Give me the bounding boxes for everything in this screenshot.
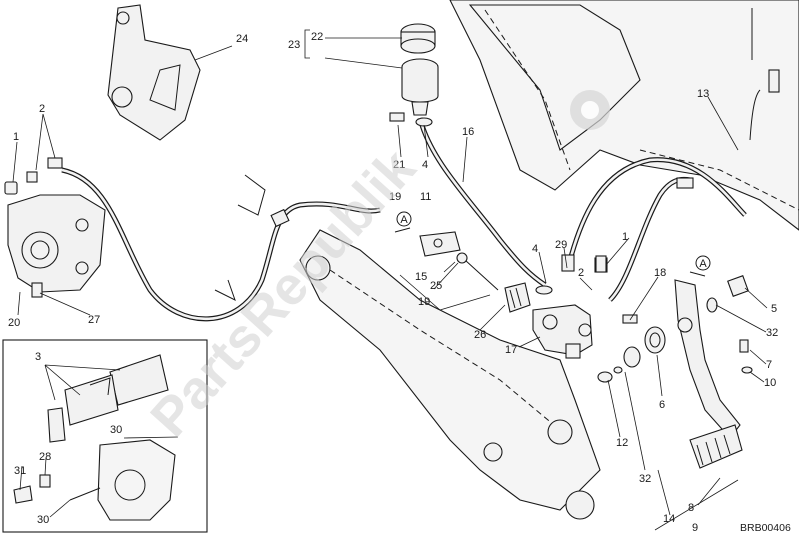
callout-label: 18 (654, 267, 666, 279)
reservoir-bolt (389, 112, 405, 122)
reservoir-hose (417, 117, 547, 288)
rear-brake-caliper (7, 194, 106, 293)
callout-label: 19 (389, 191, 401, 203)
callout-label: 16 (462, 126, 474, 138)
callout-label: 1 (622, 231, 628, 243)
callout-label: 10 (764, 377, 776, 389)
leader-lines (12, 29, 768, 531)
callout-label: 4 (422, 159, 428, 171)
hose-clip (214, 174, 290, 301)
callout-label: 3 (35, 351, 41, 363)
master-cylinder-boot (504, 282, 531, 313)
brake-fluid-reservoir (400, 23, 439, 116)
callout-label: 27 (88, 314, 100, 326)
callout-label: 20 (8, 317, 20, 329)
brake-pad-inset (2, 339, 208, 533)
callout-label: 11 (420, 191, 431, 203)
callout-label: 9 (692, 522, 698, 534)
callout-label: 31 (14, 465, 26, 477)
pushrod-clevis (419, 231, 461, 257)
callout-labels: 24 23 22 2 1 3 20 27 21 4 16 19 11 15 25… (8, 31, 778, 534)
pedal-pivot-bolt (595, 255, 753, 374)
callout-label: 14 (663, 513, 675, 525)
callout-label: 7 (766, 359, 772, 371)
callout-label: 23 (288, 39, 300, 51)
callout-label: 13 (697, 88, 709, 100)
callout-label: 15 (415, 271, 427, 283)
reference-marker-label: A (699, 258, 707, 270)
callout-label: 6 (659, 399, 665, 411)
callout-label: 28 (39, 451, 51, 463)
callout-label: 32 (639, 473, 651, 485)
bleed-screw (4, 157, 63, 195)
rear-frame (449, 0, 799, 231)
callout-label: 12 (616, 437, 628, 449)
reference-marker: A A (394, 211, 711, 277)
hose-clamp (415, 117, 553, 295)
pushrod (456, 252, 499, 291)
callout-label: 4 (532, 243, 538, 255)
brake-light-wire (749, 8, 780, 141)
callout-label: 21 (393, 159, 405, 171)
callout-label: 1 (13, 131, 19, 143)
callout-label: 26 (474, 329, 486, 341)
callout-label: 8 (688, 502, 694, 514)
caliper-bracket (107, 4, 201, 141)
brake-hose-rear (61, 167, 381, 322)
callout-label: 19 (418, 296, 430, 308)
callout-label: 17 (505, 344, 517, 356)
callout-label: 22 (311, 31, 323, 43)
caliper-bolt (31, 282, 43, 298)
footpeg-bracket (299, 229, 601, 520)
callout-label: 24 (236, 33, 248, 45)
callout-label: 5 (771, 303, 777, 315)
drawing-code: BRB00406 (740, 522, 791, 534)
pivot-bushing (597, 326, 666, 383)
callout-label: 29 (555, 239, 567, 251)
reference-marker-label: A (400, 214, 408, 226)
callout-label: 32 (766, 327, 778, 339)
callout-label: 30 (110, 424, 122, 436)
brake-pedal (674, 279, 743, 469)
callout-label: 2 (39, 103, 45, 115)
gear-icon (570, 90, 610, 130)
rear-master-cylinder (532, 304, 593, 359)
callout-label: 2 (578, 267, 584, 279)
callout-label: 25 (430, 280, 442, 292)
callout-label: 30 (37, 514, 49, 526)
